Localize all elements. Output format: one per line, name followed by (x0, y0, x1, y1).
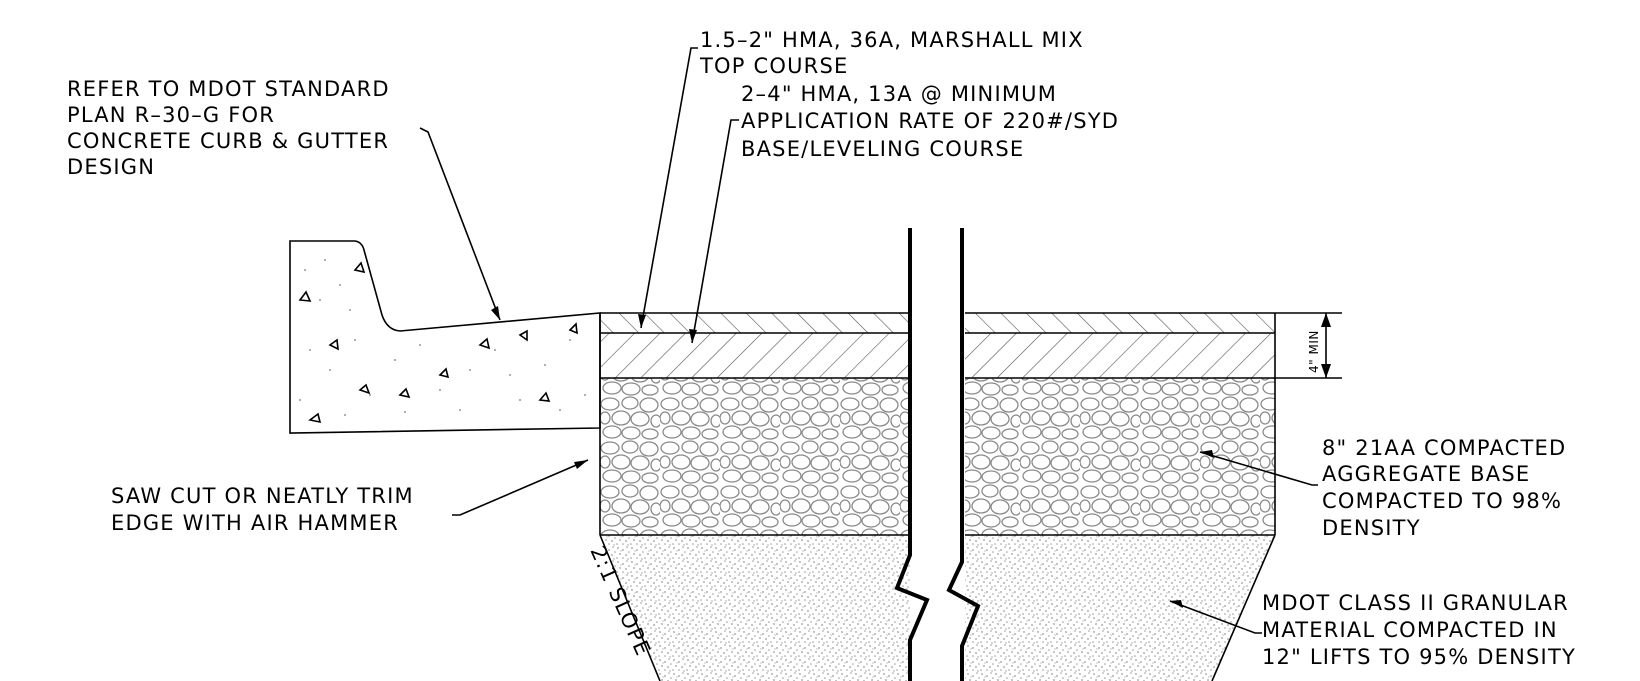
note-granular-line1: MDOT CLASS II GRANULAR (1262, 591, 1569, 615)
note-hma-top-line1: 1.5–2" HMA, 36A, MARSHALL MIX (700, 28, 1084, 52)
note-hma-base-line1: 2–4" HMA, 13A @ MINIMUM (741, 82, 1057, 106)
note-curb-line1: REFER TO MDOT STANDARD (67, 77, 390, 101)
note-aggregate-line1: 8" 21AA COMPACTED (1322, 436, 1566, 460)
note-aggregate-line3: COMPACTED TO 98% (1322, 489, 1562, 513)
note-hma-top-line2: TOP COURSE (699, 54, 848, 78)
left-pavement-section (599, 312, 910, 681)
note-aggregate-base: 8" 21AA COMPACTED AGGREGATE BASE COMPACT… (1322, 436, 1566, 540)
note-aggregate-line2: AGGREGATE BASE (1322, 462, 1530, 486)
break-lines (894, 228, 981, 681)
note-curb-line2: PLAN R–30–G FOR (67, 103, 275, 127)
note-aggregate-line4: DENSITY (1322, 516, 1421, 540)
note-saw-cut-line1: SAW CUT OR NEATLY TRIM (111, 484, 414, 508)
note-curb-line3: CONCRETE CURB & GUTTER (67, 129, 389, 153)
note-hma-top-course: 1.5–2" HMA, 36A, MARSHALL MIX TOP COURSE (699, 28, 1084, 78)
note-granular-material: MDOT CLASS II GRANULAR MATERIAL COMPACTE… (1262, 591, 1576, 669)
right-pavement-section (965, 312, 1276, 681)
concrete-curb-gutter (289, 240, 601, 434)
dimension-4in-min: 4" MIN (1275, 312, 1342, 379)
leader-lines (419, 47, 1318, 634)
note-hma-base-line2: APPLICATION RATE OF 220#/SYD (741, 109, 1119, 133)
note-saw-cut: SAW CUT OR NEATLY TRIM EDGE WITH AIR HAM… (111, 484, 414, 535)
note-hma-base-line3: BASE/LEVELING COURSE (741, 137, 1024, 161)
note-granular-line2: MATERIAL COMPACTED IN (1262, 618, 1558, 642)
note-curb-reference: REFER TO MDOT STANDARD PLAN R–30–G FOR C… (67, 77, 390, 179)
note-curb-line4: DESIGN (67, 155, 155, 179)
note-hma-base-course: 2–4" HMA, 13A @ MINIMUM APPLICATION RATE… (741, 82, 1119, 161)
note-granular-line3: 12" LIFTS TO 95% DENSITY (1262, 645, 1576, 669)
dimension-label: 4" MIN (1307, 330, 1321, 373)
note-saw-cut-line2: EDGE WITH AIR HAMMER (111, 511, 399, 535)
